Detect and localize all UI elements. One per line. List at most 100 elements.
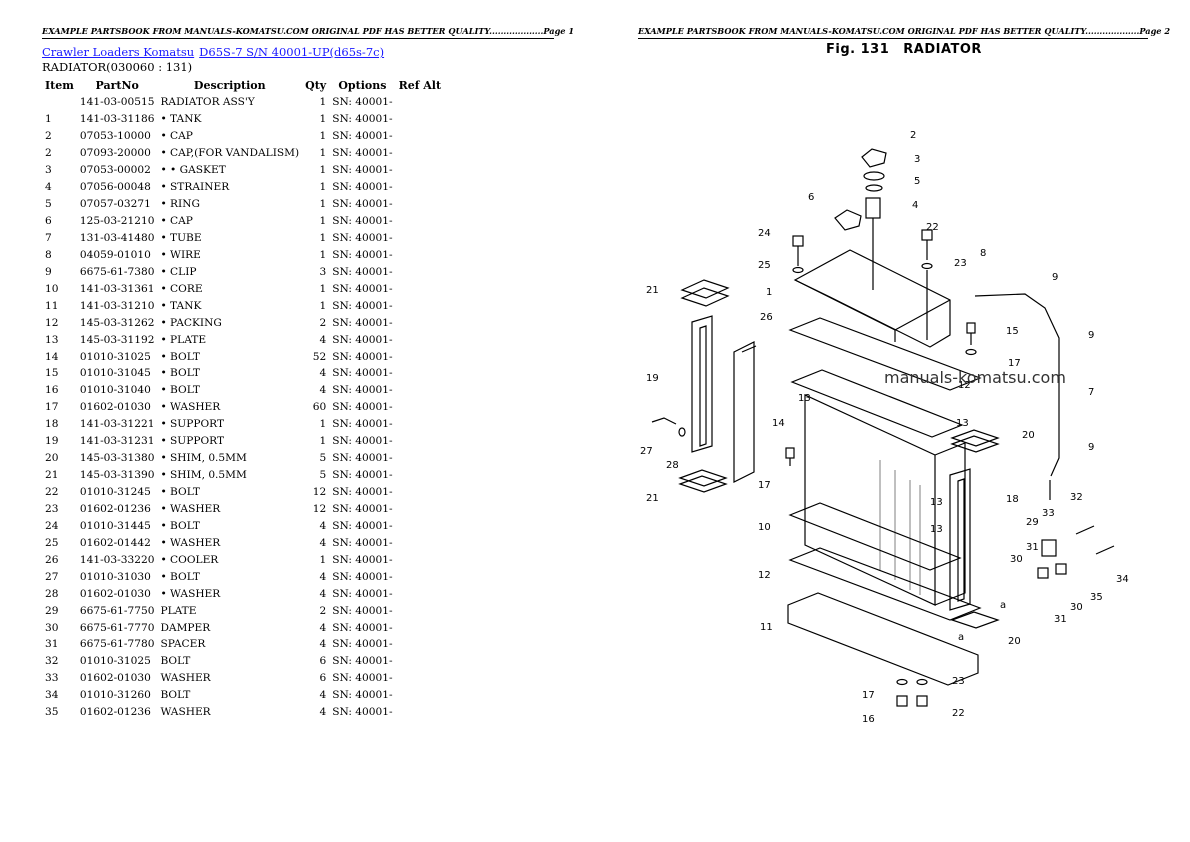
part-description-cell: • WASHER bbox=[160, 587, 221, 600]
options-cell: SN: 40001- bbox=[332, 401, 393, 414]
quantity-cell: 1 bbox=[319, 198, 327, 211]
lower-tank-part bbox=[787, 592, 979, 686]
small-cap-part bbox=[834, 209, 862, 231]
callout-label: 7 bbox=[1088, 387, 1094, 398]
part-description-cell: • WASHER bbox=[160, 536, 221, 549]
ref-alt-cell bbox=[396, 704, 445, 721]
part-number-cell: 01602-01236 bbox=[79, 502, 151, 515]
parts-table: Item PartNo Description Qty Options Ref … bbox=[42, 77, 444, 721]
options-cell: SN: 40001- bbox=[332, 638, 393, 651]
column-header-item: Item bbox=[45, 79, 74, 92]
ref-alt-cell bbox=[396, 348, 445, 365]
callout-label: 9 bbox=[1088, 442, 1094, 453]
item-number-cell: 22 bbox=[45, 486, 59, 499]
callout-label: 23 bbox=[952, 676, 965, 687]
quantity-cell: 3 bbox=[319, 265, 327, 278]
column-header-options: Options bbox=[338, 79, 387, 92]
support-left-part bbox=[691, 315, 713, 453]
options-cell: SN: 40001- bbox=[332, 587, 393, 600]
ref-alt-cell bbox=[396, 331, 445, 348]
part-number-cell: 145-03-31262 bbox=[79, 316, 155, 329]
item-number-cell: 23 bbox=[45, 502, 59, 515]
options-cell: SN: 40001- bbox=[332, 265, 393, 278]
options-cell: SN: 40001- bbox=[332, 689, 393, 702]
ring-part bbox=[865, 184, 883, 192]
ref-alt-cell bbox=[396, 111, 445, 128]
item-number-cell: 28 bbox=[45, 587, 59, 600]
quantity-cell: 4 bbox=[319, 333, 327, 346]
callout-label: 29 bbox=[1026, 517, 1039, 528]
item-number-cell: 13 bbox=[45, 333, 59, 346]
options-cell: SN: 40001- bbox=[332, 553, 393, 566]
item-number-cell: 1 bbox=[45, 113, 52, 126]
callout-label: 26 bbox=[760, 312, 773, 323]
quantity-cell: 4 bbox=[319, 519, 327, 532]
plate-part bbox=[790, 369, 964, 438]
part-description-cell: BOLT bbox=[160, 655, 191, 668]
part-number-cell: 6675-61-7770 bbox=[79, 621, 155, 634]
item-number-cell: 32 bbox=[45, 655, 59, 668]
ref-alt-cell bbox=[396, 213, 445, 230]
options-cell: SN: 40001- bbox=[332, 672, 393, 685]
packing-part bbox=[788, 317, 982, 391]
options-cell: SN: 40001- bbox=[332, 198, 393, 211]
callout-label: 8 bbox=[980, 248, 986, 259]
part-description-cell: • BOLT bbox=[160, 367, 200, 380]
part-description-cell: • COOLER bbox=[160, 553, 219, 566]
ref-alt-cell bbox=[396, 280, 445, 297]
callout-label: 28 bbox=[666, 460, 679, 471]
quantity-cell: 4 bbox=[319, 367, 327, 380]
column-header-ref-alt: Ref Alt bbox=[398, 79, 442, 92]
breadcrumb-link-category[interactable]: Crawler Loaders Komatsu bbox=[42, 45, 195, 59]
part-number-cell: 01602-01030 bbox=[79, 587, 151, 600]
quantity-cell: 1 bbox=[319, 553, 327, 566]
callout-label: 5 bbox=[914, 176, 920, 187]
part-description-cell: • TANK bbox=[160, 113, 202, 126]
part-description-cell: • BOLT bbox=[160, 519, 200, 532]
quantity-cell: 1 bbox=[319, 248, 327, 261]
callout-label: 6 bbox=[808, 192, 814, 203]
quantity-cell: 2 bbox=[319, 604, 327, 617]
part-description-cell: • WASHER bbox=[160, 401, 221, 414]
part-description-cell: • BOLT bbox=[160, 384, 200, 397]
part-description-cell: • SHIM, 0.5MM bbox=[160, 469, 247, 482]
callout-label: 17 bbox=[758, 480, 771, 491]
callout-label: 12 bbox=[758, 570, 771, 581]
ref-alt-cell bbox=[396, 230, 445, 247]
part-number-cell: 01010-31025 bbox=[79, 350, 151, 363]
breadcrumb-link-model[interactable]: D65S-7 S/N 40001-UP(d65s-7c) bbox=[199, 45, 385, 59]
callout-label: 25 bbox=[758, 260, 771, 271]
ref-alt-cell bbox=[396, 653, 445, 670]
options-cell: SN: 40001- bbox=[332, 299, 393, 312]
callout-label: 31 bbox=[1054, 614, 1067, 625]
ref-alt-cell bbox=[396, 619, 445, 636]
part-description-cell: • TANK bbox=[160, 299, 202, 312]
quantity-cell: 6 bbox=[319, 672, 327, 685]
item-number-cell: 15 bbox=[45, 367, 59, 380]
part-description-cell: BOLT bbox=[160, 689, 191, 702]
callout-label: 16 bbox=[862, 714, 875, 725]
part-description-cell: SPACER bbox=[160, 638, 206, 651]
part-description-cell: • • GASKET bbox=[160, 164, 226, 177]
ref-alt-cell bbox=[396, 365, 445, 382]
callout-label: 30 bbox=[1010, 554, 1023, 565]
ref-alt-cell bbox=[396, 602, 445, 619]
options-cell: SN: 40001- bbox=[332, 469, 393, 482]
ref-alt-cell bbox=[396, 484, 445, 501]
part-description-cell: DAMPER bbox=[160, 621, 211, 634]
quantity-cell: 4 bbox=[319, 689, 327, 702]
ref-alt-cell bbox=[396, 517, 445, 534]
part-number-cell: 6675-61-7380 bbox=[79, 265, 155, 278]
options-cell: SN: 40001- bbox=[332, 435, 393, 448]
